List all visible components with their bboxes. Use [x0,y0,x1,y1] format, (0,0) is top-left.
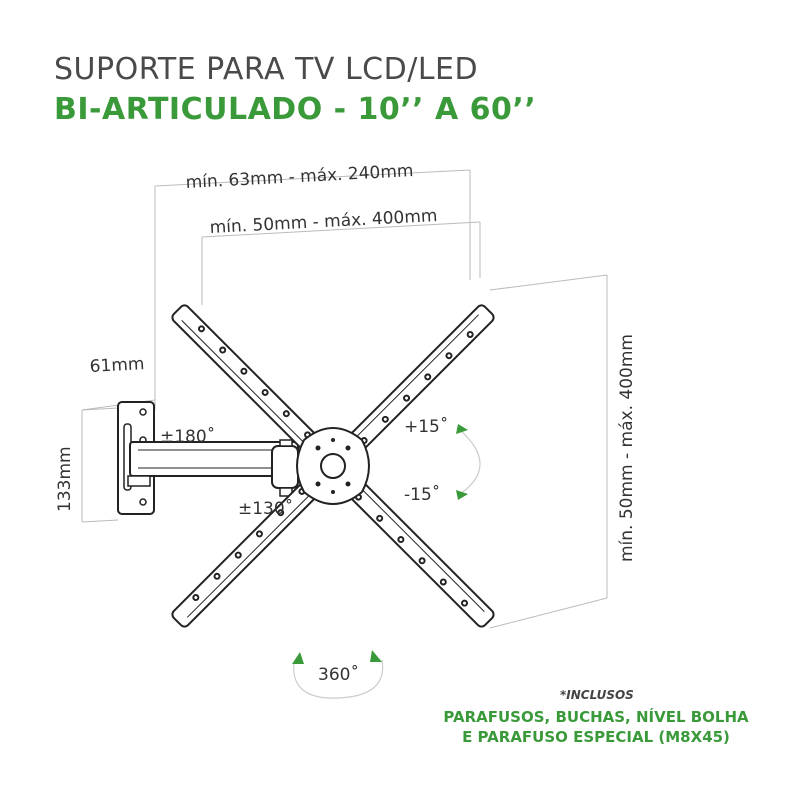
dimension-vertical: mín. 50mm - máx. 400mm [617,334,637,562]
angle-swivel-label: ±180˚ [160,426,215,447]
included-line-1: PARAFUSOS, BUCHAS, NÍVEL BOLHA [443,708,749,726]
tilt-arc [456,424,481,500]
dimension-top-inner: mín. 50mm - máx. 400mm [209,206,438,238]
dimension-lines [81,169,608,629]
title-line-1: SUPORTE PARA TV LCD/LED [54,52,479,87]
dimension-plate-height: 133mm [55,446,75,512]
included-heading: *INCLUSOS [560,688,634,702]
dimension-top-outer: mín. 63mm - máx. 240mm [185,161,414,193]
vesa-arms [171,304,495,628]
angle-arm-label: ±130˚ [238,498,293,519]
title-line-2: BI-ARTICULADO - 10’’ A 60’’ [54,92,537,127]
angle-tilt-up-label: +15˚ [404,416,448,437]
angle-tilt-down-label: -15˚ [404,484,440,505]
rotation-arc [292,650,384,699]
dimension-depth: 61mm [89,354,145,377]
arm [127,439,299,497]
included-line-2: E PARAFUSO ESPECIAL (M8X45) [462,728,730,746]
angle-rotation-label: 360˚ [318,664,359,685]
center-hub [296,427,370,505]
